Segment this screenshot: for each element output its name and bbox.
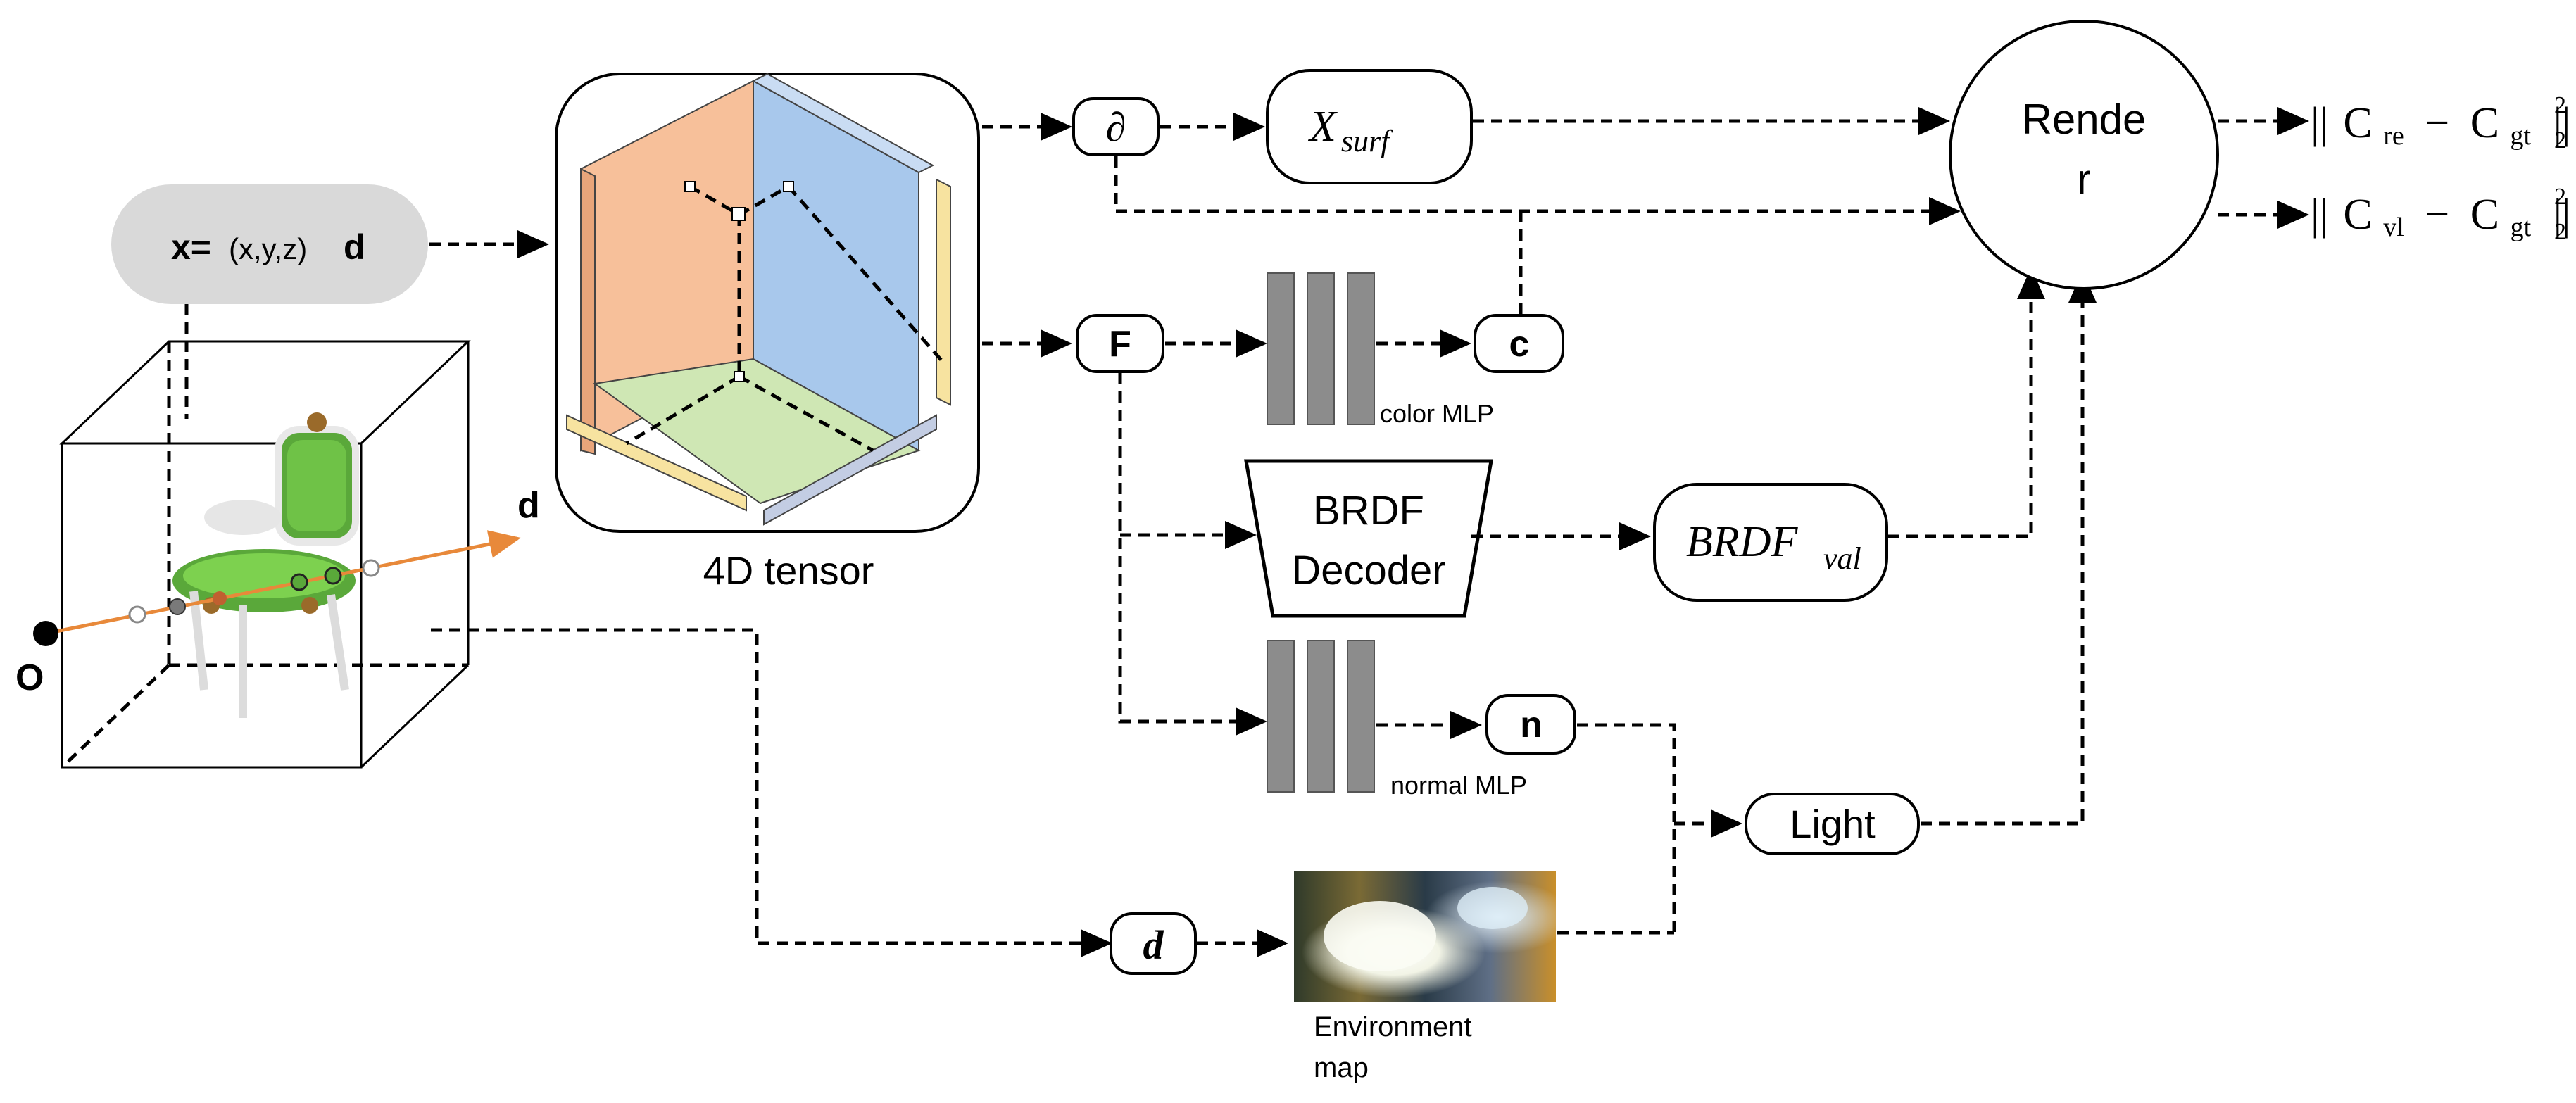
loss-vl: || C vl − C gt || 2 2: [2311, 184, 2570, 246]
color-mlp: [1267, 272, 1375, 425]
partial-label: ∂: [1106, 104, 1126, 150]
brdf-line1: BRDF: [1313, 488, 1424, 534]
direction-label: d: [517, 485, 540, 526]
camera-ray: [33, 530, 521, 646]
scene-cube: [59, 340, 471, 769]
input-d-label: d: [344, 227, 365, 267]
camera-origin-dot: [33, 621, 58, 646]
render-label-line1: Rende: [2022, 96, 2147, 143]
color-mlp-label: color MLP: [1380, 399, 1494, 428]
light-node: Light: [1745, 793, 1920, 855]
env-label-line1: Environment: [1314, 1011, 1472, 1042]
xsurf-main: X: [1307, 103, 1338, 151]
light-label: Light: [1790, 802, 1876, 846]
origin-label: O: [15, 657, 44, 698]
normal-output-node: n: [1485, 694, 1576, 755]
color-output-label: c: [1509, 324, 1530, 365]
arrow-light-to-render: [1921, 271, 2097, 826]
env-label-line2: map: [1314, 1052, 1369, 1083]
normal-mlp-label: normal MLP: [1390, 771, 1527, 800]
render-label-line2: r: [2077, 156, 2091, 203]
loss-re-sup: 2: [2554, 92, 2566, 118]
normal-mlp: [1267, 640, 1375, 793]
tensor-caption: 4D tensor: [703, 548, 874, 593]
direction-node: d: [1110, 912, 1197, 975]
loss-re: || C re − C gt || 2 2: [2311, 92, 2570, 154]
loss-vl-sup: 2: [2554, 184, 2566, 210]
svg-text:|| C re −: || C re − C gt ||: [2311, 99, 2570, 154]
line-n-to-light: [1577, 723, 1676, 933]
brdf-val-node: BRDF val: [1653, 483, 1888, 602]
input-coords: (x,y,z): [229, 232, 307, 265]
loss-vl-sub: 2: [2554, 219, 2566, 245]
render-node: Rende r: [1949, 20, 2219, 290]
chair-image: [172, 412, 359, 718]
xsurf-node: X surf: [1266, 69, 1473, 184]
tensor-4d: [555, 73, 980, 533]
brdf-line2: Decoder: [1291, 548, 1445, 593]
brdf-decoder: BRDF Decoder: [1244, 459, 1493, 618]
input-pill-bg: [111, 184, 428, 304]
input-pill: x= (x,y,z) d: [111, 184, 428, 304]
partial-node: ∂: [1072, 97, 1160, 156]
arrow-F-to-normalmlp: [1118, 373, 1267, 736]
loss-re-sub: 2: [2554, 127, 2566, 153]
arrow-brdfval-to-render: [1888, 267, 2045, 538]
brdf-val-sub: val: [1823, 541, 1861, 576]
environment-map: [1294, 871, 1556, 1002]
feature-label: F: [1109, 324, 1131, 365]
brdf-val-main: BRDF: [1686, 518, 1799, 566]
arrow-partial-to-render: [1114, 156, 1961, 225]
normal-output-label: n: [1520, 705, 1543, 745]
color-output-node: c: [1474, 314, 1564, 373]
xsurf-sub: surf: [1341, 124, 1393, 158]
input-x-label: x=: [171, 227, 211, 267]
arrow-cube-to-dir: [431, 628, 1112, 957]
svg-text:|| C vl −: || C vl − C gt ||: [2311, 191, 2570, 246]
direction-node-label: d: [1143, 922, 1164, 968]
feature-node: F: [1076, 314, 1164, 373]
